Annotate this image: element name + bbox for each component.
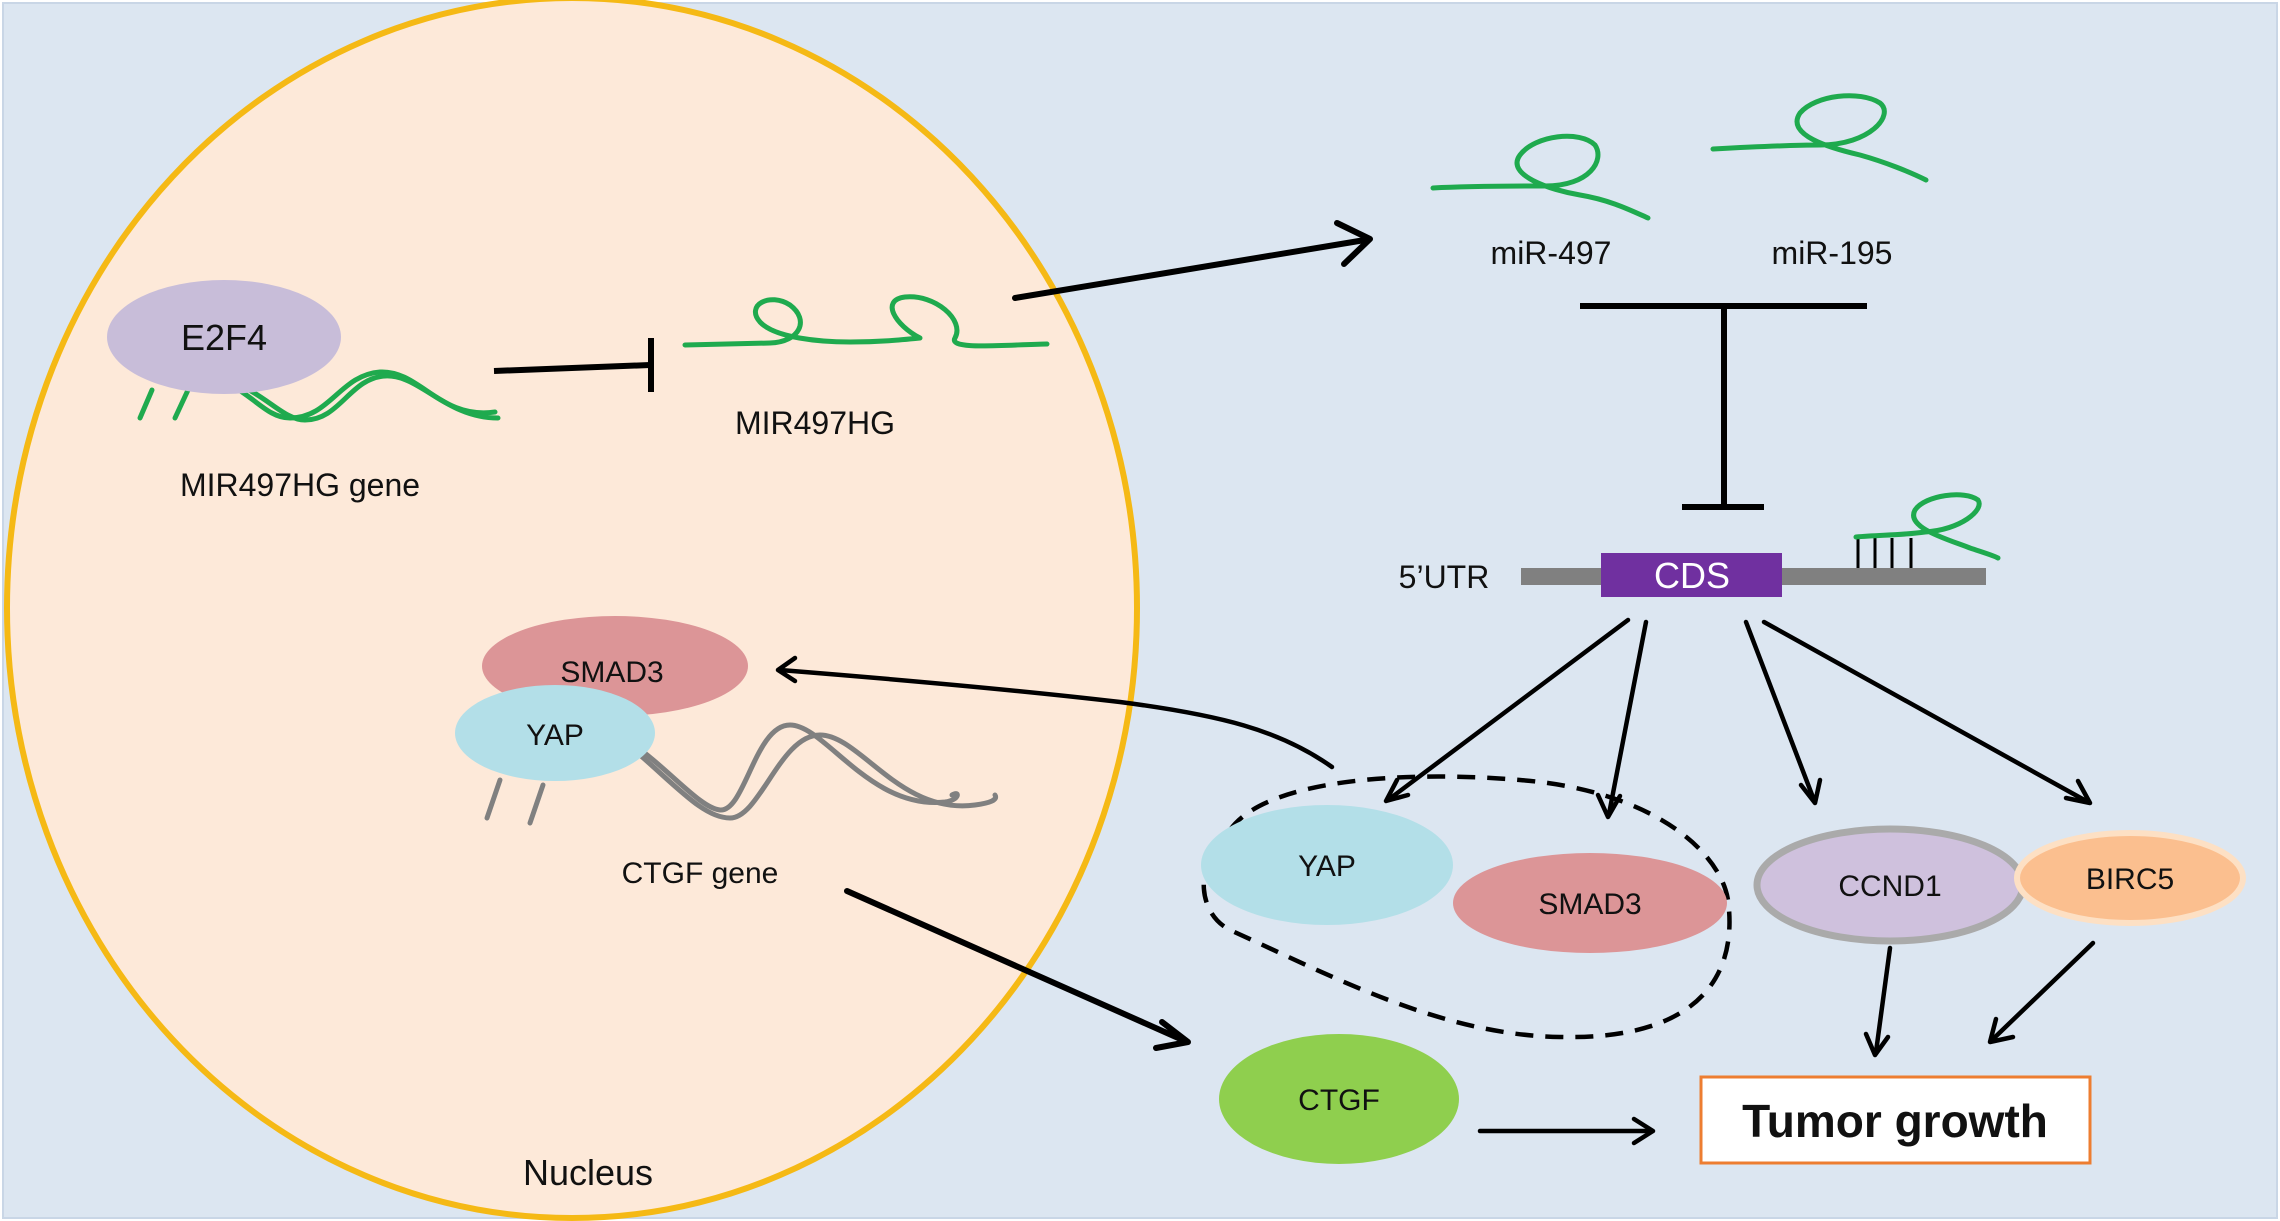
ctgf-helix-2 bbox=[637, 732, 999, 821]
yap-cytoplasm bbox=[1201, 805, 1453, 925]
arrow-ccnd1-to-tumor-head bbox=[1863, 1031, 1891, 1058]
mir497-label: miR-497 bbox=[1491, 235, 1612, 271]
arrow-birc5-to-tumor-head bbox=[1987, 1016, 2016, 1045]
arrow-mir497hg-to-mirnas-head bbox=[1334, 220, 1373, 267]
inhibition-line-e2f4 bbox=[493, 362, 651, 374]
e2f4-protein bbox=[107, 280, 341, 394]
mir497hg-label: MIR497HG bbox=[735, 405, 895, 441]
e2f4-label: E2F4 bbox=[181, 317, 267, 358]
ccnd1-label: CCND1 bbox=[1838, 870, 1941, 903]
utr5-label: 5’UTR bbox=[1399, 559, 1490, 595]
yap-nucleus-label: YAP bbox=[526, 719, 584, 752]
arrow-to-smad3 bbox=[1606, 619, 1649, 817]
tumor-growth-box bbox=[1699, 1075, 2092, 1165]
yap-cytoplasm-label: YAP bbox=[1298, 850, 1356, 883]
arrow-to-ccnd1-head bbox=[1798, 777, 1823, 806]
arrow-complex-to-nucleus bbox=[777, 667, 1335, 770]
arrow-mir497hg-to-mirnas bbox=[1012, 237, 1368, 301]
arrow-ctgf-to-tumor-head bbox=[1631, 1116, 1656, 1146]
cds-box bbox=[1601, 553, 1782, 597]
mir195-label: miR-195 bbox=[1772, 235, 1893, 271]
bound-mirna bbox=[1853, 492, 2001, 568]
ctgf-gene-label: CTGF gene bbox=[622, 857, 779, 890]
birc5-protein bbox=[2014, 830, 2246, 926]
ctgf-label: CTGF bbox=[1298, 1084, 1380, 1117]
mir497hg-gene bbox=[137, 369, 501, 423]
nucleus bbox=[4, 0, 1140, 1221]
mir497-rna bbox=[1430, 133, 1651, 221]
smad3-nucleus-label: SMAD3 bbox=[560, 656, 663, 689]
arrow-birc5-to-tumor bbox=[1989, 940, 2096, 1043]
arrow-to-birc5 bbox=[1761, 619, 2091, 805]
arrow-ctgf-gene-to-protein-head bbox=[1153, 1019, 1191, 1051]
smad3-cytoplasm-label: SMAD3 bbox=[1538, 888, 1641, 921]
arrow-complex-to-nucleus-head bbox=[775, 655, 798, 684]
ctgf-strand-1 bbox=[484, 777, 503, 821]
yap-nucleus bbox=[455, 685, 655, 781]
arrow-to-ccnd1 bbox=[1743, 619, 1817, 803]
mir497hg-rna bbox=[682, 294, 1050, 349]
arrow-to-birc5-head bbox=[2063, 778, 2093, 806]
gene-strand-2 bbox=[172, 387, 191, 421]
mir497hg-gene-label: MIR497HG gene bbox=[180, 467, 420, 503]
nucleus-label: Nucleus bbox=[523, 1152, 653, 1193]
cds-label: CDS bbox=[1654, 555, 1730, 596]
arrow-ctgf-gene-to-protein bbox=[844, 888, 1188, 1044]
ctgf-strand-2 bbox=[527, 782, 546, 826]
arrow-ccnd1-to-tumor bbox=[1873, 945, 1893, 1055]
tumor-growth-label: Tumor growth bbox=[1742, 1095, 2048, 1147]
gene-strand-1 bbox=[137, 387, 155, 421]
yap-smad3-complex-outline bbox=[1201, 774, 1732, 1040]
smad3-cytoplasm bbox=[1453, 853, 1727, 953]
mir195-rna bbox=[1710, 93, 1929, 183]
birc5-label: BIRC5 bbox=[2086, 863, 2174, 896]
ctgf-protein bbox=[1219, 1034, 1459, 1164]
gene-helix-2 bbox=[212, 373, 501, 423]
arrow-to-smad3-head bbox=[1595, 792, 1623, 820]
arrow-to-yap-head bbox=[1383, 777, 1411, 804]
arrow-to-yap bbox=[1385, 617, 1631, 803]
